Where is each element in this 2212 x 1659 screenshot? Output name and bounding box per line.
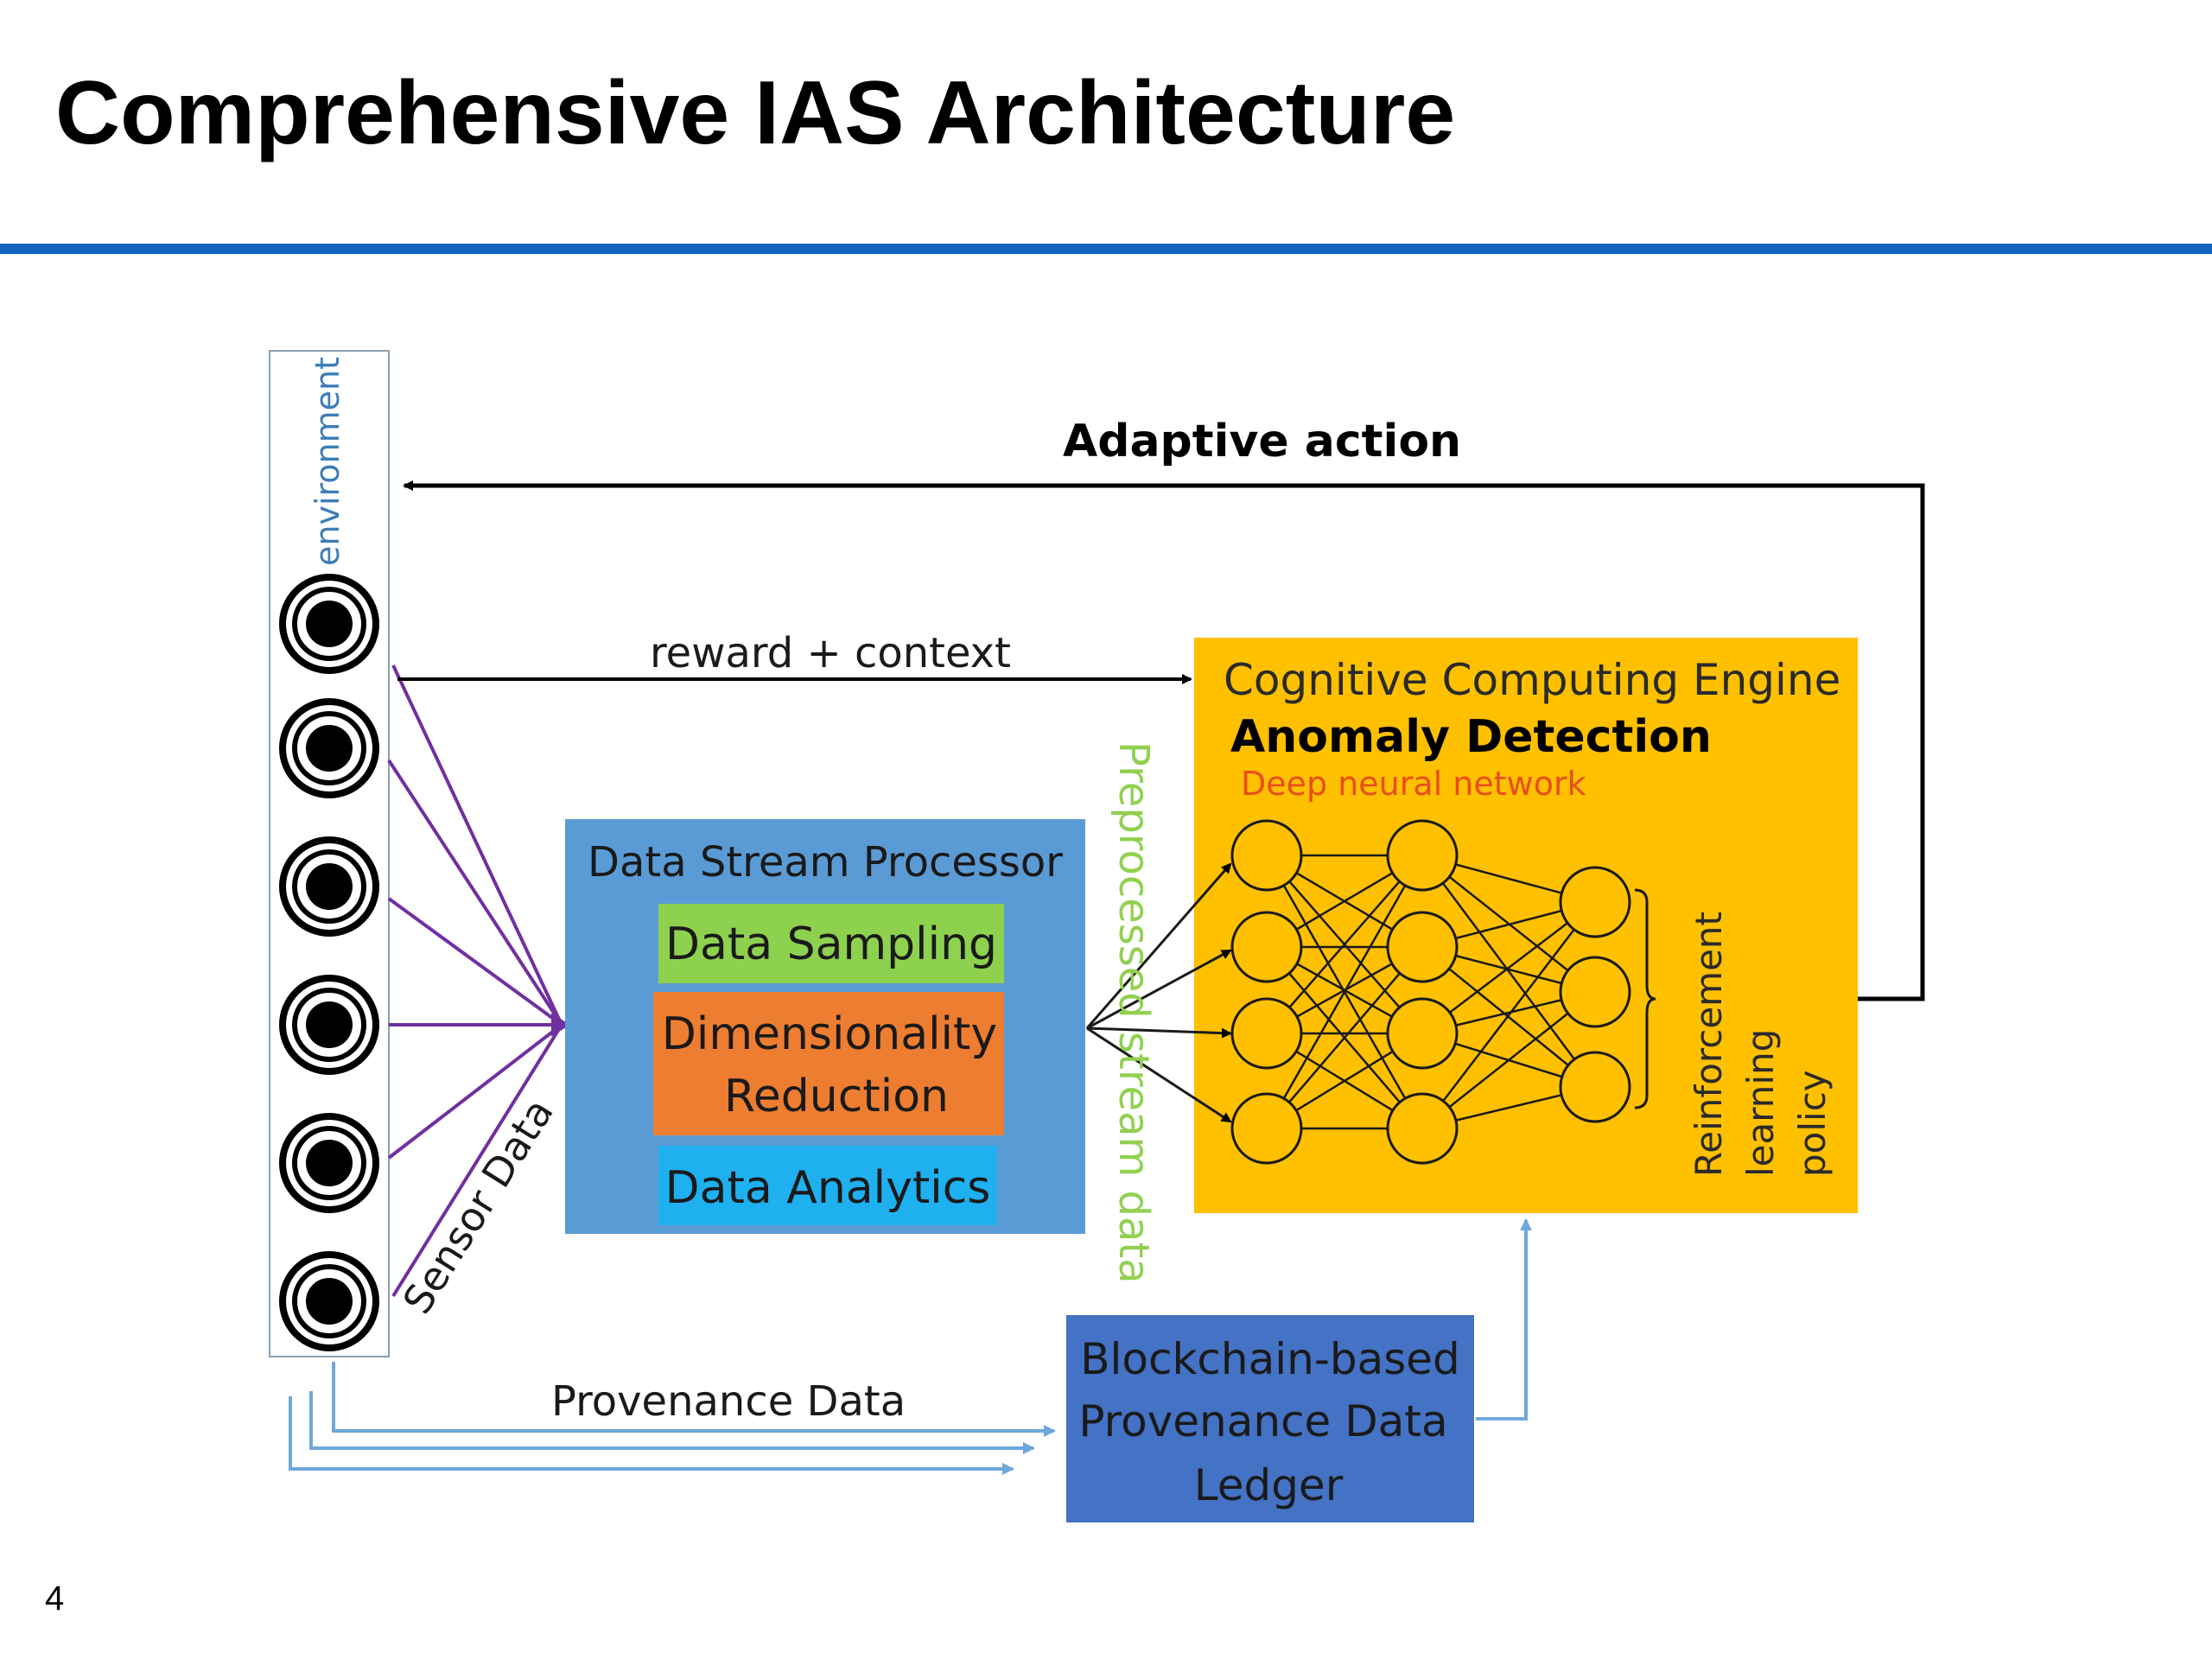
dnn-label: Deep neural network: [1241, 765, 1586, 803]
page-number: 4: [45, 1580, 65, 1618]
rl-label-line3: policy: [1791, 1070, 1834, 1177]
engine-title: Cognitive Computing Engine: [1224, 655, 1840, 705]
adaptive-action-label: Adaptive action: [1063, 416, 1461, 467]
dimensionality-reduction-box: [653, 992, 1004, 1135]
sensor-icon: [279, 698, 379, 798]
sensor-icon: [279, 574, 379, 674]
ledger-to-engine-arrow: [1476, 1218, 1532, 1421]
title-rule: [0, 244, 2212, 254]
dimensionality-label-line1: Dimensionality: [662, 1008, 997, 1060]
data-analytics-box: [658, 1146, 997, 1225]
ledger-line3: Ledger: [1194, 1460, 1344, 1510]
anomaly-detection-label: Anomaly Detection: [1230, 711, 1712, 763]
cognitive-computing-engine: Cognitive Computing Engine Anomaly Detec…: [1085, 638, 1858, 1213]
data-stream-processor: Data Stream Processor Data Sampling Dime…: [565, 819, 1085, 1234]
neural-network-edges: [1265, 854, 1597, 1130]
data-analytics-label: Data Analytics: [665, 1162, 991, 1214]
neural-network-nodes: [1230, 819, 1631, 1165]
sensor-icon: [279, 1251, 379, 1351]
ledger-line1: Blockchain-based: [1080, 1334, 1460, 1384]
slide-title: Comprehensive IAS Architecture: [55, 63, 1456, 163]
rl-label-line2: learning: [1739, 1029, 1782, 1177]
provenance-data-lines: [289, 1362, 1056, 1475]
sensor-group: [279, 574, 379, 1351]
blockchain-ledger: Blockchain-based Provenance Data Ledger: [1066, 1315, 1474, 1522]
environment-label: environment: [308, 357, 346, 566]
ledger-line2: Provenance Data: [1078, 1396, 1447, 1446]
preprocessed-stream-label: Preprocessed stream data: [1109, 741, 1158, 1284]
sensor-data-label: Sensor Data: [394, 1090, 563, 1322]
sensor-icon: [279, 1113, 379, 1213]
data-sampling-label: Data Sampling: [665, 918, 997, 970]
dimensionality-label-line2: Reduction: [724, 1071, 949, 1122]
data-sampling-box: [658, 904, 1004, 983]
rl-label-line1: Reinforcement: [1688, 912, 1730, 1177]
reward-context-label: reward + context: [650, 629, 1011, 677]
sensor-data-lines: [387, 664, 570, 1298]
output-brace: [1634, 888, 1656, 1109]
sensor-icon: [279, 975, 379, 1075]
preprocessed-input-arrows: [1085, 862, 1232, 1123]
provenance-data-label: Provenance Data: [551, 1377, 906, 1426]
sensor-icon: [279, 836, 379, 937]
stream-processor-title: Data Stream Processor: [588, 838, 1063, 887]
